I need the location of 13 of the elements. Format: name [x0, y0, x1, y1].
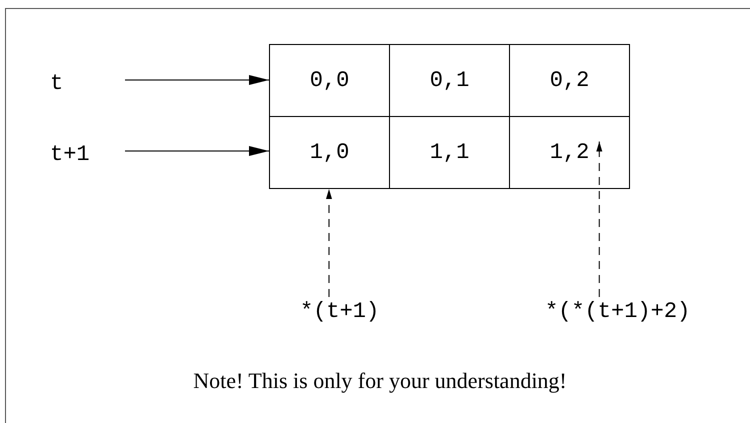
arrow	[124, 146, 270, 156]
array-cell: 0,2	[509, 44, 630, 117]
pointer-expression: *(*(t+1)+2)	[545, 299, 690, 325]
arrow	[596, 141, 602, 298]
pointer-expression: t	[50, 71, 64, 97]
pointer-expression: t+1	[50, 142, 90, 168]
note-text: Note! This is only for your understanding!	[192, 368, 568, 394]
arrow	[326, 188, 332, 298]
array-cell: 1,0	[269, 116, 390, 189]
array-cell: 0,0	[269, 44, 390, 117]
array-cell: 1,2	[509, 116, 630, 189]
arrow	[124, 75, 270, 85]
pointer-expression: *(t+1)	[300, 299, 380, 325]
